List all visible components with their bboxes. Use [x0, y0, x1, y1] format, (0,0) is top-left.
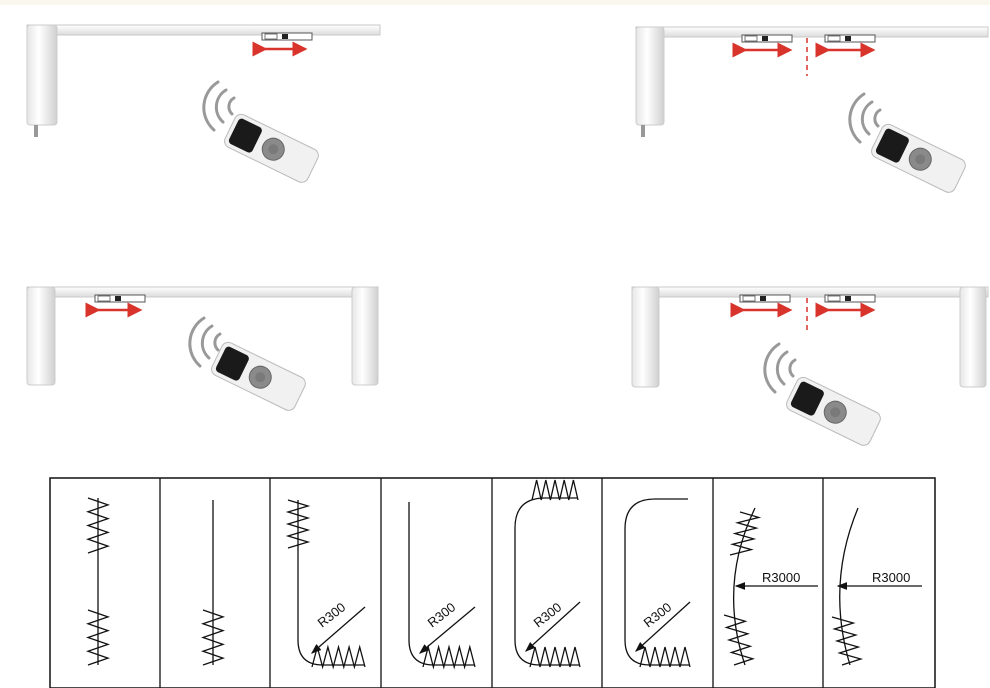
config-single-motor-one-way	[26, 24, 381, 186]
config-single-motor-two-way	[635, 26, 989, 196]
curtain-fold-zigzag	[531, 479, 579, 501]
radius-label: R3000	[762, 570, 800, 585]
remote-control	[221, 111, 322, 186]
shape-cell-straight-two-way	[85, 497, 111, 666]
top-strip	[0, 0, 990, 5]
carrier	[261, 32, 313, 41]
curtain-fold-zigzag	[529, 646, 581, 668]
shape-cell-U-shape-two-way: R300	[514, 479, 581, 668]
curtain-fold-zigzag	[831, 616, 864, 666]
track-rail	[631, 286, 989, 298]
shape-cell-L-shape-one-way: R300	[408, 502, 476, 670]
shape-cell-L-shape-two-way: R300	[285, 499, 366, 670]
signal-waves-icon	[848, 92, 882, 144]
curtain-fold-zigzag	[311, 644, 366, 670]
motor	[959, 286, 987, 388]
remote-control	[783, 374, 884, 449]
motor-shaft	[34, 125, 38, 137]
shape-cell-straight-one-way	[200, 500, 226, 666]
config-double-motor-two-way	[631, 286, 989, 449]
shape-cell-U-shape-one-way: R300	[624, 498, 691, 668]
carrier	[824, 34, 876, 43]
carrier	[739, 294, 791, 303]
curtain-fold-zigzag	[85, 497, 111, 554]
radius-label: R300	[641, 599, 675, 630]
remote-control	[868, 121, 969, 196]
signal-waves-icon	[763, 342, 797, 394]
carrier	[824, 294, 876, 303]
track-rail	[26, 286, 379, 298]
track-shapes-table: R300 R300 R300 R300	[49, 477, 936, 688]
carrier	[741, 34, 793, 43]
signal-waves-icon	[202, 80, 236, 132]
radius-label: R3000	[872, 570, 910, 585]
remote-control	[208, 339, 309, 414]
curtain-fold-zigzag	[422, 644, 476, 670]
curtain-fold-zigzag	[723, 614, 755, 666]
shape-cell-arc-two-way: R3000	[723, 507, 818, 666]
config-double-motor-one-way	[26, 286, 379, 414]
carrier	[94, 294, 146, 303]
motor	[631, 286, 660, 388]
curtain-fold-zigzag	[85, 609, 111, 666]
shape-cell-arc-one-way: R3000	[831, 507, 922, 666]
motor	[26, 286, 56, 386]
curtain-fold-zigzag	[200, 609, 226, 666]
motor	[351, 286, 379, 386]
track-rail	[26, 24, 381, 36]
radius-label: R300	[531, 599, 565, 630]
motor	[635, 26, 665, 126]
motor	[26, 24, 58, 126]
track-rail	[635, 26, 989, 38]
curtain-fold-zigzag	[285, 499, 311, 549]
curtain-fold-zigzag	[639, 646, 691, 668]
motor-shaft	[641, 125, 645, 137]
curtain-fold-zigzag	[729, 511, 762, 556]
